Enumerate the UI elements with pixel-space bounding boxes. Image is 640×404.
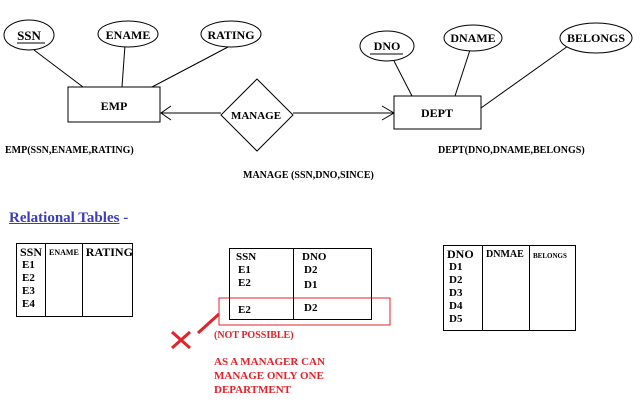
relationship-manage bbox=[220, 78, 294, 152]
table-cell: D3 bbox=[449, 287, 463, 299]
table-cell: E2 bbox=[238, 277, 251, 289]
column-header: SSN bbox=[236, 251, 257, 263]
reason-line: DEPARTMENT bbox=[214, 384, 292, 396]
table-cell: E1 bbox=[22, 259, 35, 271]
column-header: DNO bbox=[302, 251, 327, 263]
invalid-cell: E2 bbox=[238, 304, 251, 316]
relational-tables-heading: Relational Tables - bbox=[9, 210, 128, 227]
relationship-manage-label: MANAGE bbox=[231, 110, 281, 122]
edge-dept-belongs bbox=[480, 45, 569, 109]
column-header: BELONGS bbox=[533, 252, 567, 260]
attr-belongs-ellipse bbox=[559, 22, 633, 54]
edge-dept-dno bbox=[393, 60, 413, 97]
column-header: DNO bbox=[447, 247, 474, 261]
table-cell: D4 bbox=[449, 300, 463, 312]
edge-emp-ssn bbox=[33, 49, 84, 88]
schema-manage: MANAGE (SSN,DNO,SINCE) bbox=[243, 170, 374, 181]
manage-col-dno: DNO D2 D1 D2 bbox=[294, 249, 371, 319]
schema-emp: EMP(SSN,ENAME,RATING) bbox=[5, 145, 134, 156]
column-header: ENAME bbox=[49, 248, 79, 257]
attr-rating-label: RATING bbox=[207, 28, 254, 42]
arrowhead-emp bbox=[160, 105, 172, 121]
pointer-line bbox=[196, 312, 221, 335]
dept-table: DNO D1 D2 D3 D4 D5 DNMAE BELONGS bbox=[443, 245, 576, 331]
edge-dept-dname bbox=[454, 49, 471, 97]
entity-dept-label: DEPT bbox=[421, 106, 453, 120]
heading-text: Relational Tables bbox=[9, 210, 120, 226]
table-cell: D1 bbox=[449, 261, 463, 273]
entity-emp bbox=[67, 86, 161, 123]
dept-col-dname: DNMAE bbox=[483, 246, 530, 330]
column-header: RATING bbox=[85, 245, 133, 259]
manage-col-ssn: SSN E1 E2 E2 bbox=[230, 249, 294, 319]
emp-table: SSN E1 E2 E3 E4 ENAME RATING bbox=[16, 243, 133, 317]
entity-dept bbox=[393, 95, 482, 130]
column-header: SSN bbox=[20, 245, 43, 259]
attr-belongs-label: BELONGS bbox=[567, 31, 625, 45]
attr-dname-ellipse bbox=[443, 24, 503, 52]
emp-col-ssn: SSN E1 E2 E3 E4 bbox=[17, 244, 47, 316]
entity-emp-label: EMP bbox=[101, 99, 128, 113]
attr-ssn-label: SSN bbox=[17, 28, 41, 43]
table-cell: E4 bbox=[22, 298, 35, 310]
edge-emp-ename bbox=[121, 44, 126, 88]
table-cell: D2 bbox=[304, 264, 318, 276]
table-cell: D1 bbox=[304, 279, 318, 291]
dept-col-belongs: BELONGS bbox=[530, 246, 575, 330]
column-header: DNMAE bbox=[486, 249, 524, 260]
table-cell: E3 bbox=[22, 285, 35, 297]
emp-col-ename: ENAME bbox=[46, 244, 83, 316]
table-cell: E2 bbox=[22, 272, 35, 284]
table-cell: E1 bbox=[238, 264, 251, 276]
dept-col-dno: DNO D1 D2 D3 D4 D5 bbox=[444, 246, 483, 330]
attr-dno-label: DNO bbox=[374, 39, 401, 53]
invalid-row-highlight bbox=[218, 297, 391, 326]
cross-mark-stroke-2 bbox=[171, 330, 191, 350]
attr-ename-ellipse bbox=[97, 20, 159, 48]
table-cell: D2 bbox=[449, 274, 463, 286]
invalid-cell: D2 bbox=[304, 302, 318, 314]
edge-emp-rating bbox=[151, 46, 229, 88]
emp-col-rating: RATING bbox=[83, 244, 136, 316]
attr-ename-label: ENAME bbox=[106, 28, 151, 42]
table-cell: D5 bbox=[449, 313, 463, 325]
not-possible-label: (NOT POSSIBLE) bbox=[214, 330, 294, 341]
reason-line: MANAGE ONLY ONE bbox=[214, 370, 324, 382]
attr-rating-ellipse bbox=[200, 20, 262, 48]
attr-dname-label: DNAME bbox=[450, 31, 495, 45]
manage-table: SSN E1 E2 E2 DNO D2 D1 D2 bbox=[229, 248, 372, 320]
reason-line: AS A MANAGER CAN bbox=[214, 356, 325, 368]
reason-text: AS A MANAGER CAN MANAGE ONLY ONE DEPARTM… bbox=[214, 355, 325, 397]
schema-dept: DEPT(DNO,DNAME,BELONGS) bbox=[438, 145, 585, 156]
heading-suffix: - bbox=[119, 210, 129, 226]
